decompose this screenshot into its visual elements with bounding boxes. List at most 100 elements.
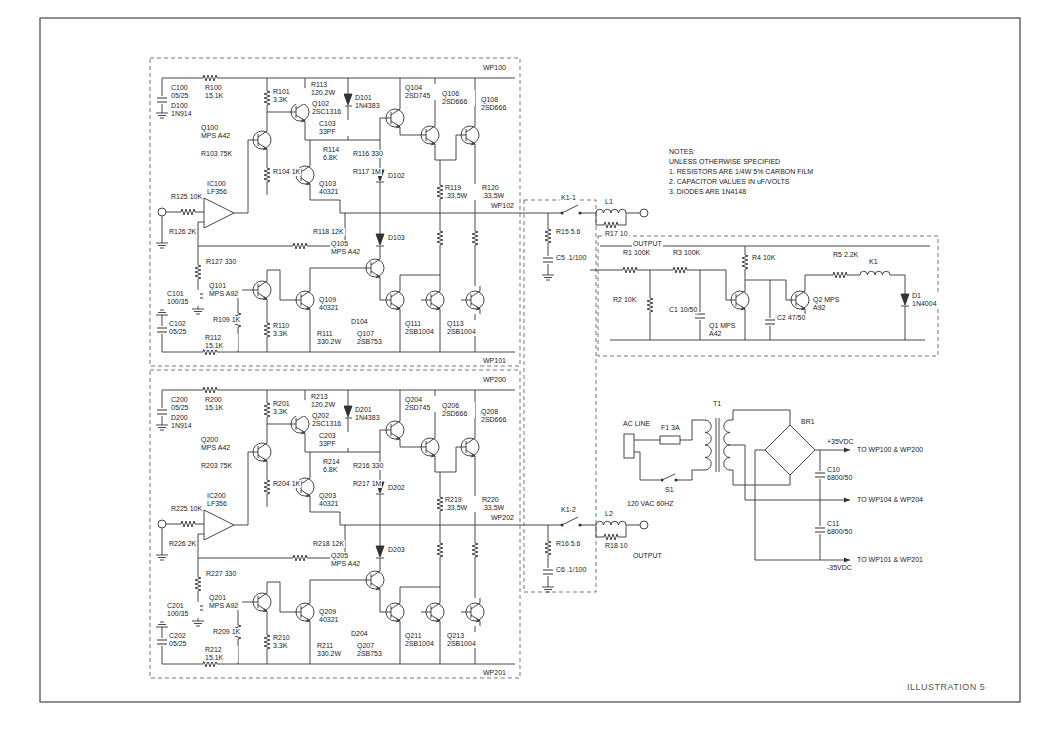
component-label: R114 6.8K (322, 146, 356, 162)
component-label: C201 100/35 (166, 602, 200, 618)
component-label: R200 15.1K (204, 396, 238, 412)
schematic-part (660, 436, 680, 444)
component-label: D101 1N4383 (354, 94, 388, 110)
note-text: NOTES: (668, 148, 696, 156)
component-label: R109 1K (212, 316, 241, 324)
component-label: R209 1K (212, 628, 241, 636)
note-text: 1. RESISTORS ARE 1/4W 5% CARBON FILM (668, 168, 814, 176)
component-label: Q213 2SB1004 (446, 632, 480, 648)
component-symbol (815, 528, 825, 532)
component-label: L2 (604, 510, 614, 518)
component-label: R3 100K (672, 249, 701, 257)
component-label: IC100 LF356 (206, 180, 240, 196)
component-label: C202 05/25 (168, 632, 202, 648)
component-label: C10 6800/50 (826, 466, 860, 482)
component-label: K1-2 (560, 506, 577, 514)
component-label: R227 330 (205, 570, 237, 578)
component-label: TO WP104 & WP204 (856, 496, 924, 504)
component-symbol (520, 517, 648, 592)
component-label: F1 3A (660, 424, 681, 432)
component-label: Q206 2SD666 (441, 402, 475, 418)
component-label: R116 330 (352, 150, 384, 158)
component-label: C1 10/50 (668, 306, 698, 314)
component-label: R5 2.2K (832, 251, 859, 259)
component-label: C203 33PF (318, 432, 352, 448)
component-label: WP102 (490, 202, 515, 210)
component-label: R1 100K (622, 249, 651, 257)
component-label: R17 10 (604, 230, 629, 238)
component-label: C2 47/50 (776, 314, 806, 322)
component-label: C100 05/25 (170, 84, 204, 100)
component-label: C200 05/25 (170, 396, 204, 412)
component-label: R226 2K (168, 540, 197, 548)
component-label: Q102 2SC1316 (311, 100, 345, 116)
component-label: Q205 MPS A42 (330, 552, 364, 568)
component-label: R100 15.1K (204, 84, 238, 100)
component-label: R111 330.2W (316, 330, 350, 346)
component-label: R225 10K (170, 505, 203, 513)
component-label: Q111 2SB1004 (404, 320, 438, 336)
component-label: R203 75K (200, 462, 233, 470)
component-symbol (726, 286, 749, 314)
component-label: R117 1M (352, 168, 382, 176)
component-label: R118 12K (312, 228, 345, 236)
component-label: R15 5.6 (555, 228, 582, 236)
component-label: R219 .33,5W (444, 496, 478, 512)
component-label: WP202 (490, 514, 515, 522)
schematic-part (598, 236, 938, 356)
component-symbol (786, 286, 809, 314)
component-label: R127 330 (205, 258, 237, 266)
wire (634, 410, 820, 560)
wire (815, 450, 850, 451)
component-label: D103 (387, 234, 406, 242)
component-label: D204 (350, 630, 369, 638)
component-label: R218 12K (312, 540, 345, 548)
component-label: R2 10K (612, 296, 637, 304)
component-label: OUTPUT (632, 240, 663, 248)
component-label: L1 (604, 198, 614, 206)
schematic-part (524, 200, 596, 592)
component-label: Q2 MPS A92 (812, 296, 846, 312)
component-label: Q106 2SD666 (441, 90, 475, 106)
component-label: Q113 2SB1004 (446, 320, 480, 336)
component-label: R103 75K (200, 150, 233, 158)
component-label: C102 05/25 (168, 320, 202, 336)
component-label: Q209 40321 (318, 608, 352, 624)
note-text: 3. DIODES ARE 1N4148 (668, 188, 747, 196)
component-label: Q208 2SD666 (480, 408, 514, 424)
component-label: Q203 40321 (318, 492, 352, 508)
component-label: Q107 2SB753 (356, 330, 390, 346)
component-label: -35VDC (826, 564, 853, 572)
component-label: R213 120.2W (310, 393, 344, 409)
component-symbol (695, 314, 705, 318)
component-label: D200 1N914 (170, 414, 204, 430)
component-label: Q105 MPS A42 (330, 240, 364, 256)
component-label: S1 (664, 486, 675, 494)
component-label: R220 .33,5W (481, 496, 515, 512)
component-label: Q200 MPS A42 (200, 436, 234, 452)
component-label: Q211 2SB1004 (404, 632, 438, 648)
component-label: C101 100/35 (166, 290, 200, 306)
component-label: R4 10K (751, 254, 776, 262)
component-label: R211 330.2W (316, 642, 350, 658)
component-label: Q108 2SD666 (480, 96, 514, 112)
component-label: K1 (868, 258, 879, 266)
component-symbol (830, 272, 850, 278)
component-label: D104 (350, 318, 369, 326)
component-label: IC200 LF356 (206, 492, 240, 508)
schematic-part (661, 479, 664, 482)
component-label: R216 330 (352, 462, 384, 470)
component-symbol (150, 370, 520, 678)
component-label: Q201 MPS A92 (208, 594, 242, 610)
component-label: Q100 MPS A42 (200, 124, 234, 140)
schematic-part (675, 479, 678, 482)
component-symbol (620, 267, 640, 273)
component-label: BR1 (800, 418, 816, 426)
component-label: R110 3.3K (272, 322, 306, 338)
component-label: Q207 2SB753 (356, 642, 390, 658)
component-label: R16 5.6 (555, 540, 582, 548)
component-label: R214 6.8K (322, 458, 356, 474)
note-text: 2. CAPACITOR VALUES IN uF/VOLTS (668, 178, 790, 186)
component-symbol (860, 271, 890, 275)
